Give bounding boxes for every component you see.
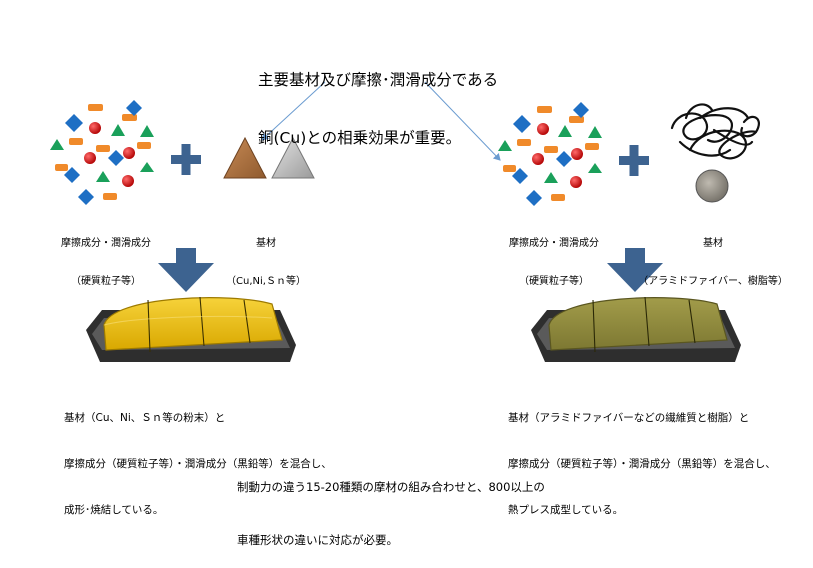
base-label-left: 基材 （Cu,Ni,Ｓｎ等） [226,238,306,287]
callout-line-2: 銅(Cu)との相乗効果が重要。 [258,128,462,147]
friction-particles-right [498,102,602,206]
down-arrow-right [607,248,663,292]
base-pyramids-left [223,136,315,179]
plus-icon-right [619,145,649,176]
down-arrow-left [158,248,214,292]
friction-label-right: 摩擦成分・潤滑成分 （硬質粒子等） [509,238,599,287]
friction-particles-left [50,100,154,205]
brake-pad-right [531,296,741,362]
callout-line-left [261,81,326,141]
callout-line-right [424,81,501,161]
aramid-fiber-icon [670,103,760,160]
callout-text: 主要基材及び摩擦･潤滑成分である 銅(Cu)との相乗効果が重要。 [258,32,498,168]
brake-pad-left [86,296,296,362]
callout-line-1: 主要基材及び摩擦･潤滑成分である [258,70,499,89]
bottom-note: 制動力の違う15-20種類の摩材の組み合わせと、800以上の 車種形状の違いに対… [237,479,545,548]
diagram-canvas [50,81,760,362]
friction-label-left: 摩擦成分・潤滑成分 （硬質粒子等） [61,238,151,287]
plus-icon-left [171,144,201,175]
resin-coin-icon [695,169,729,203]
base-label-right: 基材 （アラミドファイバー、樹脂等） [638,238,788,287]
description-right: 基材（アラミドファイバーなどの繊維質と樹脂）と 摩擦成分（硬質粒子等）・潤滑成分… [508,412,776,516]
